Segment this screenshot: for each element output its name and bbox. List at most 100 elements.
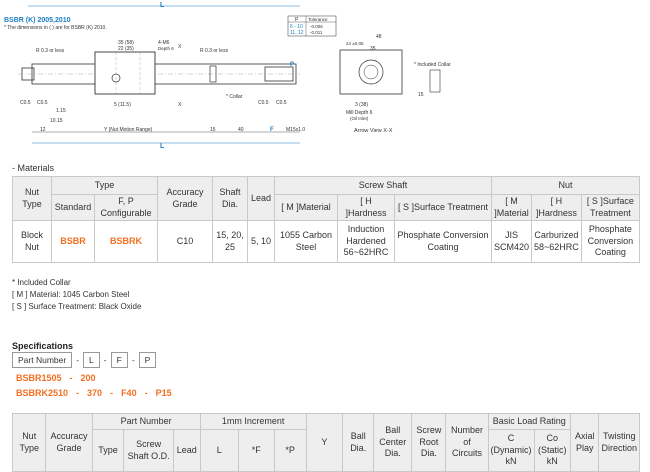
cell-shaft-surface: Phosphate Conversion Coating <box>394 220 492 263</box>
mill-depth: Mill Depth 6 <box>346 110 373 116</box>
dim-12: 12 <box>40 127 46 133</box>
tol-row2-t: -0.011 <box>310 30 323 35</box>
spec-hdr-axial-play: Axial Play <box>570 413 600 472</box>
spec-hdr-L: L <box>199 429 239 472</box>
spec-hdr-increment: 1mm Increment <box>199 413 307 430</box>
cell-shaft-hardness: Induction Hardened 56~62HRC <box>337 220 395 263</box>
dim-15b: 15 <box>418 92 424 98</box>
spec-hdr-screw-od: Screw Shaft O.D. <box>123 429 174 472</box>
hdr-accuracy: Accuracy Grade <box>157 176 213 221</box>
hdr-nut-type: Nut Type <box>12 176 52 221</box>
hdr-nut: Nut <box>491 176 640 195</box>
dim-c05-b: C0.5 <box>37 100 48 106</box>
pn-P: P <box>138 352 157 368</box>
drawing-title-note: * The dimensions in ( ) are for BSBR (K)… <box>4 25 107 31</box>
dim-m15: M15x1.0 <box>286 127 305 133</box>
tol-header-p: P <box>295 17 299 23</box>
cell-nut-type: Block Nut <box>12 220 52 263</box>
spec-hdr-co-static: Co (Static) kN <box>533 429 572 472</box>
cell-standard[interactable]: BSBR <box>51 220 95 263</box>
technical-drawing: L BSBR (K) 2005,2010 * The dimensions in… <box>4 2 451 150</box>
spec-hdr-type: Type <box>91 429 125 472</box>
block-nut <box>94 51 156 95</box>
specifications-title: Specifications <box>12 341 74 351</box>
hdr-shaft-dia: Shaft Dia. <box>212 176 248 221</box>
hdr-standard: Standard <box>51 194 95 221</box>
dim-c05-a: C0.5 <box>20 100 31 106</box>
dim-c05-d: C0.5 <box>276 100 287 106</box>
dim-35-58: 35 (58) <box>118 40 134 46</box>
dim-y: Y (Nut Motion Range) <box>104 127 153 133</box>
pn-F: F <box>110 352 128 368</box>
dim-24: 24 ±0.05 <box>346 41 364 46</box>
hdr-nut-m: [ M ]Material <box>490 194 533 221</box>
cell-accuracy: C10 <box>157 220 213 263</box>
spec-hdr-load-rating: Basic Load Rating <box>487 413 572 430</box>
pn-L: L <box>83 352 100 368</box>
dim-15: 15 <box>210 127 216 133</box>
materials-table: Nut Type Type Accuracy Grade Shaft Dia. … <box>12 176 641 263</box>
spec-hdr-ball-center: Ball Center Dia. <box>373 413 413 472</box>
included-collar-sketch <box>429 69 441 93</box>
example-2: BSBRK2510-370-F40-P15 <box>16 388 172 398</box>
dim-48: 48 <box>376 34 382 40</box>
dim-r03-right: R 0.3 or less <box>200 48 229 54</box>
cell-shaft-material: 1055 Carbon Steel <box>274 220 338 263</box>
included-collar-label: * Included Collar <box>414 62 451 68</box>
dim-depth6: Depth 6 <box>158 46 174 51</box>
dim-4m6: 4-M6 <box>158 40 170 46</box>
cell-nut-surface: Phosphate Conversion Coating <box>580 220 641 263</box>
spec-hdr-lead: Lead <box>172 429 201 472</box>
tol-row1-t: -0.006 <box>310 24 323 29</box>
dim-40: 40 <box>238 127 244 133</box>
notes: * Included Collar [ M ] Material: 1045 C… <box>12 277 141 313</box>
spec-hdr-circuits: Number of Circuits <box>445 413 489 472</box>
spec-hdr-F: *F <box>237 429 275 472</box>
dim-35b: 35 <box>370 46 376 52</box>
spec-hdr-nut-type: Nut Type <box>11 413 47 472</box>
hdr-screw-shaft: Screw Shaft <box>274 176 492 195</box>
cell-shaft-dia: 15, 20, 25 <box>212 220 248 263</box>
arrow-view-bore <box>358 59 384 85</box>
spec-hdr-twisting: Twisting Direction <box>598 413 640 472</box>
dim-L-bottom: L <box>160 143 165 150</box>
tol-row1-p: 6 - 10 <box>290 24 303 30</box>
cell-fp[interactable]: BSBRK <box>94 220 158 263</box>
dim-115: 1.15 <box>56 108 66 114</box>
dim-22-35: 22 (35) <box>118 46 134 52</box>
drawing-title: BSBR (K) 2005,2010 <box>4 17 71 24</box>
cell-nut-hardness: Carburized 58~62HRC <box>531 220 582 263</box>
cell-nut-material: JIS SCM420 <box>490 220 533 263</box>
x-mark-bottom: X <box>178 102 182 108</box>
arrow-view-body <box>339 49 403 95</box>
oil-inlet: (Oil Inlet) <box>350 116 369 121</box>
hdr-h-hardness: [ H ]Hardness <box>337 194 395 221</box>
dim-L-top: L <box>160 2 165 9</box>
hdr-nut-h: [ H ]Hardness <box>531 194 582 221</box>
hdr-m-material: [ M ]Material <box>274 194 338 221</box>
hdr-lead: Lead <box>247 176 275 221</box>
dim-1015: 10.15 <box>50 118 63 124</box>
spec-hdr-P: *P <box>273 429 307 472</box>
dim-5-115: 5 (11.5) <box>114 102 131 108</box>
dim-f: F <box>270 127 274 133</box>
pn-part-number: Part Number <box>12 352 73 368</box>
dim-c05-c: C0.5 <box>258 100 269 106</box>
collar <box>209 65 217 83</box>
cell-lead: 5, 10 <box>247 220 275 263</box>
tol-header-tol: Tolerance <box>308 17 328 22</box>
spec-hdr-c-dynamic: C (Dynamic) kN <box>487 429 535 472</box>
spec-hdr-accuracy: Accuracy Grade <box>45 413 93 472</box>
example-1: BSBR1505-200 <box>16 373 96 383</box>
hdr-type: Type <box>51 176 158 195</box>
tol-row2-p: 11, 12 <box>290 30 304 36</box>
specifications-table: Nut Type Accuracy Grade Part Number 1mm … <box>11 413 640 472</box>
collar-label: * Collar <box>226 94 243 100</box>
note-material: [ M ] Material: 1045 Carbon Steel <box>12 290 130 299</box>
x-mark-top: X <box>178 44 182 50</box>
materials-title: - Materials <box>12 163 55 173</box>
p-mark: P <box>290 62 294 68</box>
hdr-fp: F, P Configurable <box>94 194 158 221</box>
note-included-collar: * Included Collar <box>12 278 71 287</box>
arrow-view-label: Arrow View X-X <box>354 128 393 134</box>
